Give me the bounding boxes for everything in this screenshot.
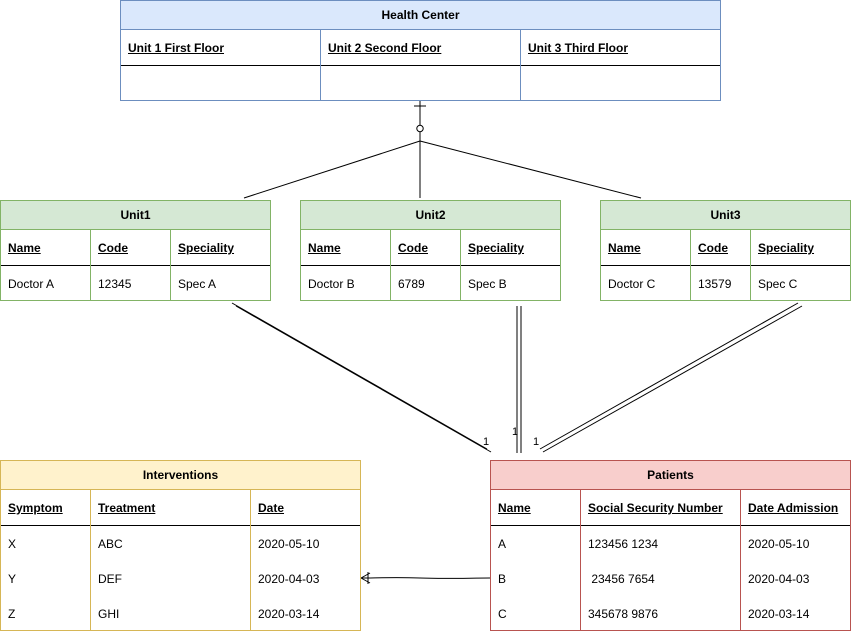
table-cell: GHI [98, 606, 120, 621]
divider [490, 525, 851, 526]
table-cell: B [498, 571, 507, 586]
health-center-table[interactable]: Health Center Unit 1 First Floor Unit 2 … [120, 0, 721, 101]
divider [520, 30, 521, 101]
divider [250, 490, 251, 631]
table-cell: Doctor A [8, 276, 55, 291]
divider [120, 65, 721, 66]
divider [0, 265, 271, 266]
column-header: Date Admission [748, 501, 839, 515]
table-cell: Doctor B [308, 276, 355, 291]
table-cell: DEF [98, 571, 122, 586]
divider [300, 265, 561, 266]
unit1-table[interactable]: Unit1 Name Code Speciality Doctor A 1234… [0, 200, 271, 301]
unit1-title: Unit1 [0, 200, 271, 230]
divider [600, 265, 851, 266]
column-header: Symptom [8, 501, 63, 515]
unit-patient-links [231, 302, 803, 453]
column-header: Code [398, 241, 428, 255]
table-cell: 6789 [398, 276, 425, 291]
table-cell: Spec A [178, 276, 217, 291]
divider [90, 230, 91, 301]
divider [580, 490, 581, 631]
health-center-title: Health Center [120, 0, 721, 30]
table-cell: A [498, 536, 507, 551]
column-header: Social Security Number [588, 501, 723, 515]
column-header: Name [498, 501, 531, 515]
divider [390, 230, 391, 301]
table-cell: 13579 [698, 276, 732, 291]
table-cell: 2020-04-03 [748, 571, 810, 586]
column-header: Unit 2 Second Floor [328, 41, 442, 55]
interventions-title: Interventions [0, 460, 361, 490]
divider [320, 30, 321, 101]
column-header: Unit 3 Third Floor [528, 41, 628, 55]
table-cell: 12345 [98, 276, 132, 291]
patients-table[interactable]: Patients Name Social Security Number Dat… [490, 460, 851, 631]
table-cell: 2020-05-10 [748, 536, 810, 551]
column-header: Name [608, 241, 641, 255]
column-header: Code [698, 241, 728, 255]
column-header: Speciality [468, 241, 525, 255]
unit3-title: Unit3 [600, 200, 851, 230]
unit2-title: Unit2 [300, 200, 561, 230]
subtype-connector [243, 101, 642, 199]
unit2-table[interactable]: Unit2 Name Code Speciality Doctor B 6789… [300, 200, 561, 301]
table-cell: 23456 7654 [588, 571, 655, 586]
table-cell: Y [8, 571, 17, 586]
table-cell: ABC [98, 536, 123, 551]
table-cell: Spec B [468, 276, 507, 291]
table-cell: 345678 9876 [588, 606, 659, 621]
table-cell: X [8, 536, 17, 551]
column-header: Date [258, 501, 285, 515]
column-header: Code [98, 241, 128, 255]
column-header: Unit 1 First Floor [128, 41, 224, 55]
table-cell: Z [8, 606, 16, 621]
interventions-table[interactable]: Interventions Symptom Treatment Date X A… [0, 460, 361, 631]
table-cell: 2020-04-03 [258, 571, 320, 586]
divider [90, 490, 91, 631]
divider [740, 490, 741, 631]
unit3-table[interactable]: Unit3 Name Code Speciality Doctor C 1357… [600, 200, 851, 301]
patients-title: Patients [490, 460, 851, 490]
divider [690, 230, 691, 301]
multiplicity-label: 1 [483, 436, 490, 448]
column-header: Treatment [98, 501, 156, 515]
divider [460, 230, 461, 301]
multiplicity-label: 1 [533, 436, 540, 448]
column-header: Name [8, 241, 41, 255]
column-header: Speciality [178, 241, 235, 255]
table-cell: 2020-05-10 [258, 536, 320, 551]
column-header: Speciality [758, 241, 815, 255]
table-cell: 2020-03-14 [748, 606, 810, 621]
divider [0, 525, 361, 526]
table-cell: Doctor C [608, 276, 656, 291]
table-cell: C [498, 606, 507, 621]
column-header: Name [308, 241, 341, 255]
multiplicity-label: 1 [512, 426, 519, 438]
divider [170, 230, 171, 301]
table-cell: 2020-03-14 [258, 606, 320, 621]
patient-intervention-link [360, 572, 491, 584]
divider [750, 230, 751, 301]
table-cell: 123456 1234 [588, 536, 659, 551]
table-cell: Spec C [758, 276, 798, 291]
